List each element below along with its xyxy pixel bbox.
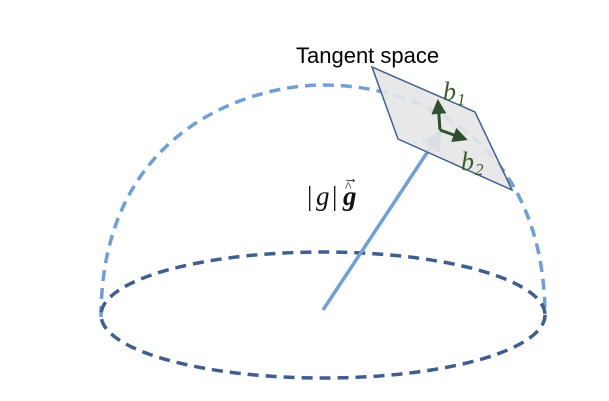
- gravity-bar-left: |: [307, 181, 312, 211]
- basis-b1-symbol: b: [443, 77, 456, 106]
- hemisphere-arc: [99, 83, 547, 318]
- gravity-expression: | g | g ^ →: [307, 171, 358, 211]
- tangent-plane: [370, 65, 514, 192]
- basis-vector-b1-arrow: [431, 99, 447, 131]
- gravity-magnitude-g: g: [316, 181, 330, 211]
- gravity-vector-arrow: [321, 129, 443, 311]
- basis-vector-b2-arrow: [439, 127, 468, 142]
- basis-b2-symbol: b: [461, 147, 474, 176]
- gravity-unit-vector-arrow: →: [343, 171, 358, 187]
- hemisphere-base-ellipse: [99, 250, 547, 380]
- basis-b1-subscript: 1: [457, 90, 466, 109]
- basis-b2-subscript: 2: [475, 160, 484, 179]
- gravity-unit-vector-hat: ^: [345, 180, 352, 195]
- tangent-space-title: Tangent space: [296, 43, 439, 68]
- basis-b1-label: b1: [443, 77, 466, 109]
- gravity-unit-vector-g: g: [342, 181, 357, 211]
- basis-b2-label: b2: [461, 147, 484, 179]
- gravity-bar-right: |: [332, 181, 337, 211]
